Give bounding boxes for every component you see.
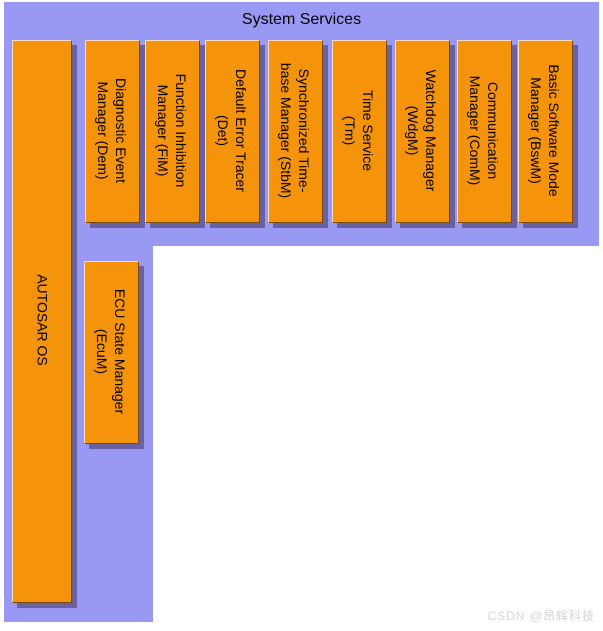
service-box-ecum: ECU State Manager (EcuM) [84,261,139,444]
service-box-autosar-os: AUTOSAR OS [12,40,72,603]
service-box-label: Diagnostic Event Manager (Dem) [95,77,130,184]
service-box-label: ECU State Manager (EcuM) [94,288,129,415]
service-box-label: Time Service (Tm) [342,89,377,172]
service-box-comm: Communication Manager (ComM) [457,40,512,223]
service-box-label: AUTOSAR OS [34,274,51,366]
service-box-bswm: Basic Software Mode Manager (BswM) [518,40,573,223]
watermark: CSDN @昂辉科技 [487,609,595,623]
service-box-label: Basic Software Mode Manager (BswM) [528,64,563,197]
service-box-fim: Function Inhibition Manager (FiM) [145,40,200,223]
service-box-label: Communication Manager (ComM) [467,75,502,186]
service-box-label: Watchdog Manager (WdgM) [405,69,440,192]
service-box-dem: Diagnostic Event Manager (Dem) [85,40,140,223]
service-box-det: Default Error Tracer (Det) [205,40,260,223]
service-box-tm: Time Service (Tm) [332,40,387,223]
diagram-title: System Services [241,11,362,28]
service-box-label: Default Error Tracer (Det) [215,69,250,192]
service-box-label: Synchronized Time- base Manager (StbM) [278,62,313,199]
service-box-wdgm: Watchdog Manager (WdgM) [395,40,450,223]
service-box-label: Function Inhibition Manager (FiM) [155,73,190,188]
service-box-stbm: Synchronized Time- base Manager (StbM) [268,40,323,223]
